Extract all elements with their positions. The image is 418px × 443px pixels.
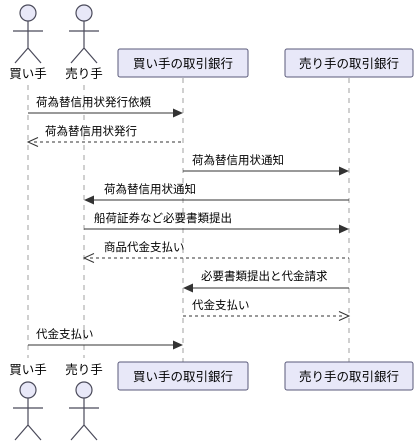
actor-label-buyer: 買い手 xyxy=(9,362,47,377)
message-9: 代金支払い xyxy=(28,327,183,350)
message-label: 荷為替信用状通知 xyxy=(104,182,196,196)
actor-label-buyer: 買い手 xyxy=(9,66,47,81)
arrowhead-right-icon xyxy=(339,224,349,234)
participant-buyer-bank-bottom: 買い手の取引銀行 xyxy=(117,361,249,391)
participant-box xyxy=(117,361,249,391)
message-4: 荷為替信用状通知 xyxy=(84,182,349,205)
actor-label-seller: 売り手 xyxy=(65,362,103,377)
actor-body-icon xyxy=(69,398,99,441)
participant-label-buyer-bank: 買い手の取引銀行 xyxy=(133,56,233,71)
message-2: 荷為替信用状発行 xyxy=(26,124,183,147)
message-label: 荷為替信用状発行依頼 xyxy=(36,95,151,109)
arrowhead-right-icon xyxy=(339,166,349,176)
actor-head-icon xyxy=(19,4,37,22)
participant-seller-bank-top: 売り手の取引銀行 xyxy=(284,48,414,78)
message-3: 荷為替信用状通知 xyxy=(183,153,349,176)
arrowhead-right-icon xyxy=(173,108,183,118)
actor-head-icon xyxy=(75,381,93,399)
actor-seller-bottom: 売り手 xyxy=(65,362,103,441)
arrowhead-left-open-icon xyxy=(82,253,95,263)
actor-label-seller: 売り手 xyxy=(65,66,103,81)
actor-body-icon xyxy=(69,21,99,64)
actor-seller-top: 売り手 xyxy=(65,4,103,81)
actor-body-icon xyxy=(13,21,43,64)
message-5: 船荷証券など必要書類提出 xyxy=(84,211,349,234)
message-label: 船荷証券など必要書類提出 xyxy=(94,211,232,225)
message-label: 代金支払い xyxy=(192,298,250,312)
message-8: 代金支払い xyxy=(183,298,351,321)
participant-box xyxy=(284,48,414,78)
actor-head-icon xyxy=(19,381,37,399)
participant-label-seller-bank: 売り手の取引銀行 xyxy=(299,369,399,384)
actor-body-icon xyxy=(13,398,43,441)
message-1: 荷為替信用状発行依頼 xyxy=(28,95,183,118)
message-label: 代金支払い xyxy=(36,327,94,341)
message-label: 必要書類提出と代金請求 xyxy=(201,269,328,283)
actor-head-icon xyxy=(75,4,93,22)
arrowhead-left-icon xyxy=(84,195,94,205)
message-label: 荷為替信用状発行 xyxy=(45,124,137,138)
participant-seller-bank-bottom: 売り手の取引銀行 xyxy=(284,361,414,391)
message-6: 商品代金支払い xyxy=(82,240,349,263)
message-label: 荷為替信用状通知 xyxy=(192,153,284,167)
participant-label-buyer-bank: 買い手の取引銀行 xyxy=(133,369,233,384)
message-label: 商品代金支払い xyxy=(104,240,185,254)
participant-box xyxy=(117,48,249,78)
participant-label-seller-bank: 売り手の取引銀行 xyxy=(299,56,399,71)
actor-buyer-top: 買い手 xyxy=(9,4,47,81)
arrowhead-right-open-icon xyxy=(338,311,351,321)
actor-buyer-bottom: 買い手 xyxy=(9,362,47,441)
message-7: 必要書類提出と代金請求 xyxy=(183,269,349,293)
arrowhead-right-icon xyxy=(173,340,183,350)
participant-buyer-bank-top: 買い手の取引銀行 xyxy=(117,48,249,78)
arrowhead-left-icon xyxy=(183,283,193,293)
arrowhead-left-open-icon xyxy=(26,137,39,147)
participant-box xyxy=(284,361,414,391)
